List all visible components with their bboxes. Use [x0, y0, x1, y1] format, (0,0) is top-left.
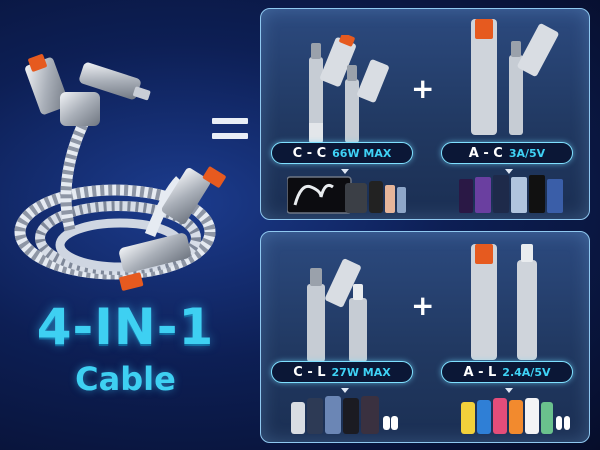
combo-a-c-badge: A - C 3A/5V [441, 142, 573, 164]
equals-sign [212, 118, 248, 148]
panel-usb-c-output: + C - C 66W MAX A - C 3A/5V [260, 8, 590, 220]
plus-sign-top: + [411, 72, 435, 105]
pointer-c-l [341, 388, 349, 393]
connector-a-c-graphic [471, 19, 559, 135]
usb-c-devices-image [287, 176, 406, 214]
combo-a-l-connector: A - L [463, 364, 497, 380]
cable-illustration [14, 54, 226, 291]
pointer-a-c [505, 169, 513, 174]
connector-c-l-graphic [307, 258, 367, 362]
iphone-pro-devices-image [291, 396, 398, 434]
combo-a-c-connector: A - C [468, 145, 503, 161]
combo-c-c-connector: C - C [292, 145, 327, 161]
combo-c-l-connector: C - L [293, 364, 326, 380]
combo-c-c-spec: 66W MAX [332, 146, 392, 160]
plus-sign-bottom: + [411, 289, 435, 322]
usb-a-to-c-phones-image [459, 175, 563, 213]
pointer-a-l [505, 388, 513, 393]
combo-a-l-spec: 2.4A/5V [502, 365, 551, 379]
combo-a-l-badge: A - L 2.4A/5V [441, 361, 573, 383]
combo-a-c-spec: 3A/5V [508, 146, 546, 160]
connector-a-l-graphic [471, 244, 537, 360]
combo-c-c-badge: C - C 66W MAX [271, 142, 413, 164]
product-title: 4-IN-1 [36, 298, 215, 356]
combo-c-l-badge: C - L 27W MAX [271, 361, 413, 383]
connector-c-c-graphic [309, 35, 389, 143]
panel-lightning-output: + C - L 27W MAX A - L 2.4A/5V [260, 231, 590, 443]
product-subtitle: Cable [75, 360, 176, 398]
pointer-c-c [341, 169, 349, 174]
combo-c-l-spec: 27W MAX [331, 365, 391, 379]
iphone-color-devices-image [461, 398, 570, 434]
